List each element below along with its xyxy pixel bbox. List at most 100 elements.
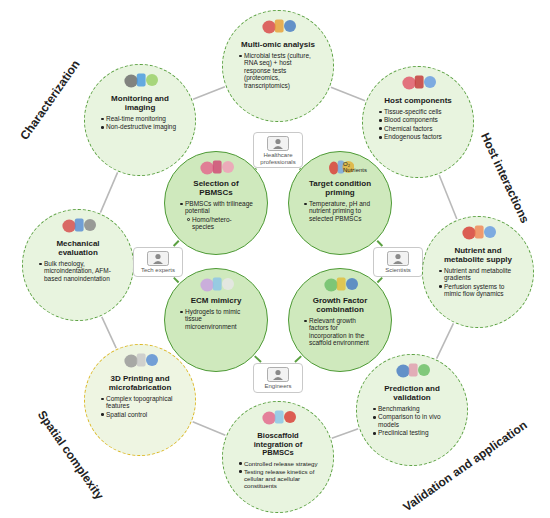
connector-line [295,356,301,362]
host-circle: Nutrient and metabolite supplyNutrient a… [422,216,534,328]
circle-heading: Nutrient and metabolite supply [438,247,518,265]
section-label: Host interactions [478,131,532,226]
icon-shape [284,411,296,423]
icon-shape [346,278,358,290]
icon-illustration [458,222,498,242]
bullet-text: Endogenous factors [378,133,458,140]
icon-shape [200,279,214,292]
connector-line [102,317,116,348]
bullet-text: Hydrogels to mimic tissue microenvironme… [179,308,253,330]
role-label: Engineers [264,383,291,390]
fabrication-circle: 3D Printing and microfabricationComplex … [84,344,196,456]
connector-line [193,87,225,99]
role-icon [147,251,169,266]
bullet-text: Blood components [378,116,458,123]
icon-illustration [196,274,236,294]
connector-line [174,278,179,283]
bullet-text: Chemical factors [378,125,458,132]
icon-shape [484,226,496,238]
bullet-text: Tissue-specific cells [378,108,458,115]
icon-shape [62,220,76,233]
core-circle: Growth Factor combinationRelevant growth… [288,268,392,372]
bullet-text: Non-destructive imaging [100,123,180,130]
bullet-text: Preclinical testing [372,429,452,436]
circle-heading: Host components [384,97,452,106]
icon-shape [424,76,436,88]
role-icon [267,367,289,382]
icon-shape [475,226,484,239]
icon-shape [402,77,416,90]
icon-shape [146,354,158,366]
connector-line [332,429,358,438]
icon-shape [153,261,163,264]
core-circle: ECM mimicryHydrogels to mimic tissue mic… [164,268,268,372]
icon-illustration [258,16,298,36]
bullet-text: Perfusion systems to mimic flow dynamics [438,283,518,298]
bullet-text: Comparison to in vivo models [372,413,452,428]
icon-shape [146,74,158,86]
analysis-circle: Monitoring and imagingReal-time monitori… [84,64,196,176]
icon-shape [396,365,410,378]
circle-heading: Monitoring and imaging [100,95,180,113]
icon-illustration [392,360,432,380]
icon-shape [84,219,96,231]
role-box: Healthcare professionals [253,132,303,168]
icon-shape [222,161,234,173]
icon-shape [388,252,409,266]
bullet-text: Nutrient and metabolite gradients [438,267,518,282]
icon-shape [329,162,339,175]
bullet-text: Homo/hetero-species [186,216,253,231]
role-icon [267,136,289,151]
role-icon [387,251,409,266]
connector-line [255,356,261,362]
bullet-text: PBMSCs with trilineage potential [179,200,253,215]
connector-line [174,241,179,246]
icon-illustration [120,350,160,370]
icon-shape [148,252,169,266]
role-box: Scientists [373,247,423,277]
connector-line [193,422,226,435]
bullet-text: Relevant growth factors for incorporatio… [303,317,377,347]
icon-shape [213,278,222,291]
bullet-text: Temperature, pH and nutrient priming to … [303,200,377,222]
icon-caption-group: O₂Nutrients [343,161,367,174]
icon-shape [324,279,338,292]
icon-shape [273,377,283,380]
icon-caption: Nutrients [343,167,367,173]
bullet-text: Complex topographical features [100,395,180,410]
role-box: Engineers [253,363,303,393]
validation-circle: Bioscaffold integration of PBMSCsControl… [222,401,334,513]
connector-line [100,172,117,212]
icon-illustration [320,274,360,294]
icon-shape [462,227,476,240]
icon-shape [284,20,296,32]
icon-illustration [398,72,438,92]
icon-shape [275,20,284,33]
icon-shape [275,139,280,144]
icon-caption: O₂ [343,161,367,167]
connector-line [377,241,382,246]
connector-line [437,323,454,358]
role-label: Tech experts [141,267,175,274]
circle-heading: Selection of PBMSCs [179,180,253,198]
icon-illustration [196,157,236,177]
icon-shape [268,368,289,382]
circle-heading: Bioscaffold integration of PBMSCs [238,432,318,458]
bullet-text: Bulk rheology, microindentation, AFM-bas… [38,260,118,282]
icon-shape [418,364,430,376]
icon-shape [415,76,424,89]
connector-line [331,87,365,101]
icon-shape [222,278,234,290]
bullet-text: Microbial tests (culture, RNA seq) + hos… [238,52,318,89]
connector-line [439,175,457,219]
role-label: Healthcare professionals [256,152,300,165]
icon-shape [262,21,276,34]
bullet-text: Benchmarking [372,405,452,412]
icon-shape [337,278,346,291]
analysis-circle: Mechanical evaluationBulk rheology, micr… [22,209,134,321]
icon-illustration [120,70,160,90]
icon-shape [200,162,214,175]
icon-shape [137,74,146,87]
icon-shape [75,219,84,232]
icon-shape [124,75,138,88]
